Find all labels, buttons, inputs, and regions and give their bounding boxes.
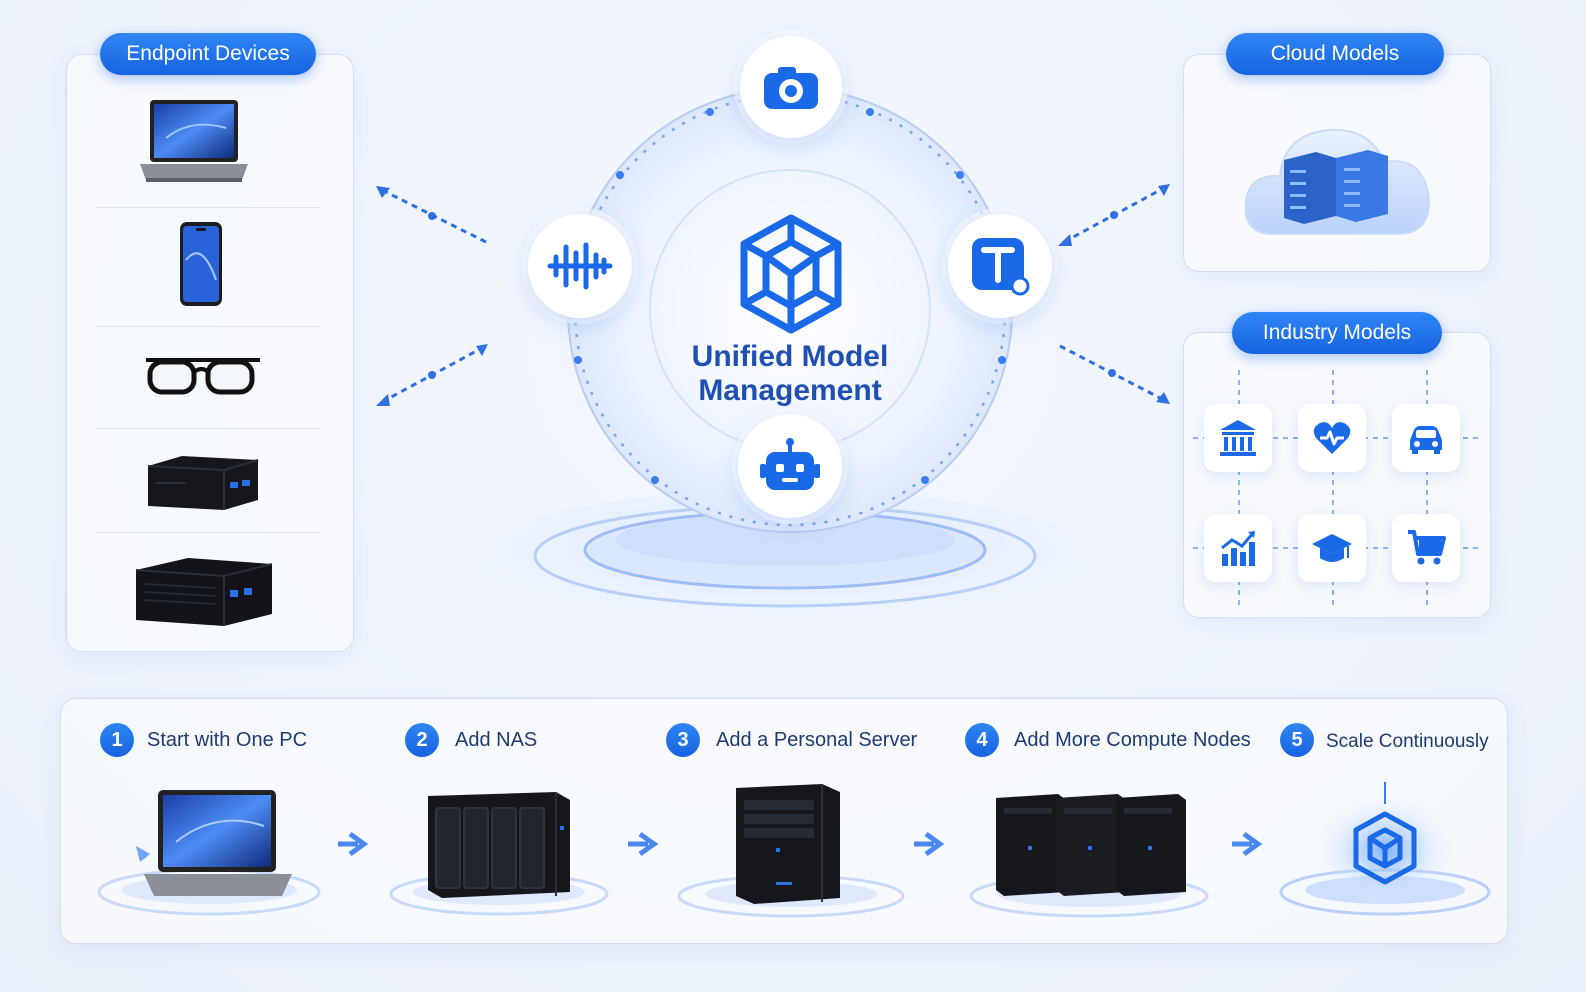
- bank-icon: [1220, 420, 1256, 456]
- robot-node[interactable]: [738, 414, 842, 518]
- step-1-number: 1: [100, 723, 134, 757]
- smartphone-icon: [180, 222, 222, 306]
- device-divider: [96, 326, 320, 327]
- industry-models-title: Industry Models: [1232, 312, 1442, 354]
- step-5-label: Scale Continuously: [1326, 731, 1489, 752]
- compact-server-icon: [135, 558, 273, 626]
- step-3-label: Add a Personal Server: [716, 729, 918, 751]
- hub-title-line1: Unified Model: [691, 340, 889, 373]
- industry-education[interactable]: [1298, 514, 1366, 582]
- text-node[interactable]: [948, 214, 1052, 318]
- education-icon: [1312, 534, 1352, 562]
- step-2-nas-icon: [389, 792, 609, 916]
- step-1-label: Start with One PC: [147, 729, 308, 751]
- finance-chart-icon: [1221, 531, 1256, 566]
- step-4-label: Add More Compute Nodes: [1014, 729, 1251, 751]
- unified-cube-logo: [740, 214, 842, 334]
- camera-icon: [764, 67, 818, 109]
- industry-automotive[interactable]: [1392, 404, 1460, 472]
- mini-pc-icon: [147, 456, 259, 510]
- connector-left-bottom: [376, 344, 488, 406]
- step-2-label: Add NAS: [455, 729, 538, 751]
- endpoint-devices-title: Endpoint Devices: [100, 33, 316, 75]
- hub-title-line2: Management: [698, 374, 882, 407]
- laptop-icon: [140, 100, 248, 182]
- step-5-scale-cube-icon: [1279, 782, 1491, 916]
- audio-wave-icon: [547, 242, 613, 290]
- step-3-number: 3: [666, 723, 700, 757]
- connector-left-top: [376, 186, 487, 244]
- hub-pedestal: [475, 490, 1095, 630]
- step-arrow-4: [1232, 831, 1263, 857]
- text-icon: [972, 238, 1030, 296]
- step-2-number: 2: [405, 723, 439, 757]
- camera-node[interactable]: [740, 36, 842, 138]
- device-divider: [96, 428, 320, 429]
- cloud-models-title: Cloud Models: [1226, 33, 1444, 75]
- step-3-server-icon: [677, 784, 905, 918]
- car-icon: [1410, 426, 1442, 454]
- step-arrow-1: [338, 831, 369, 857]
- step-4-compute-nodes-icon: [969, 794, 1209, 918]
- smart-glasses-icon: [146, 358, 260, 395]
- industry-healthcare[interactable]: [1298, 404, 1366, 472]
- industry-retail[interactable]: [1392, 514, 1460, 582]
- step-4-number: 4: [965, 723, 999, 757]
- step-arrow-2: [628, 831, 659, 857]
- device-divider: [96, 532, 320, 533]
- industry-finance-bank[interactable]: [1204, 404, 1272, 472]
- industry-analytics[interactable]: [1204, 514, 1272, 582]
- connector-right-top: [1058, 184, 1170, 246]
- step-5-number: 5: [1280, 723, 1314, 757]
- cloud-server-icon: [1244, 128, 1430, 235]
- step-arrow-3: [914, 831, 945, 857]
- step-1-laptop-icon: [97, 790, 321, 916]
- audio-node[interactable]: [528, 214, 632, 318]
- connector-right-bottom: [1059, 344, 1170, 404]
- robot-icon: [760, 438, 820, 490]
- cart-icon: [1408, 530, 1446, 565]
- device-divider: [96, 207, 320, 208]
- health-icon: [1313, 422, 1351, 454]
